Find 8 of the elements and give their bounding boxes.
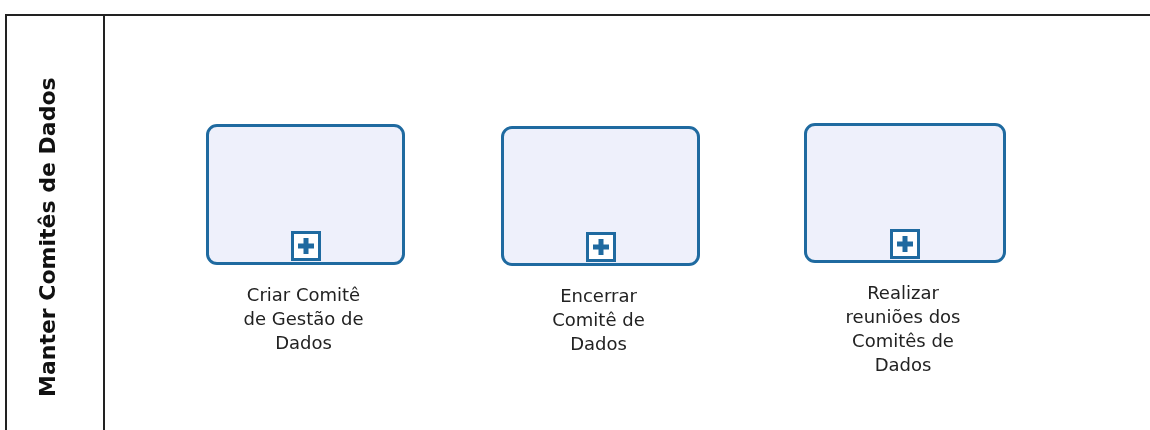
lane-title: Manter Comitês de Dados [35, 77, 60, 397]
subprocess-box [206, 124, 405, 265]
subprocess-box [501, 126, 700, 266]
task-caption: Realizar reuniões dos Comitês de Dados [844, 281, 962, 377]
task-caption: Encerrar Comitê de Dados [551, 284, 646, 356]
subprocess-box [804, 123, 1006, 263]
swimlane [5, 14, 1150, 430]
task-caption: Criar Comitê de Gestão de Dados [242, 283, 365, 355]
